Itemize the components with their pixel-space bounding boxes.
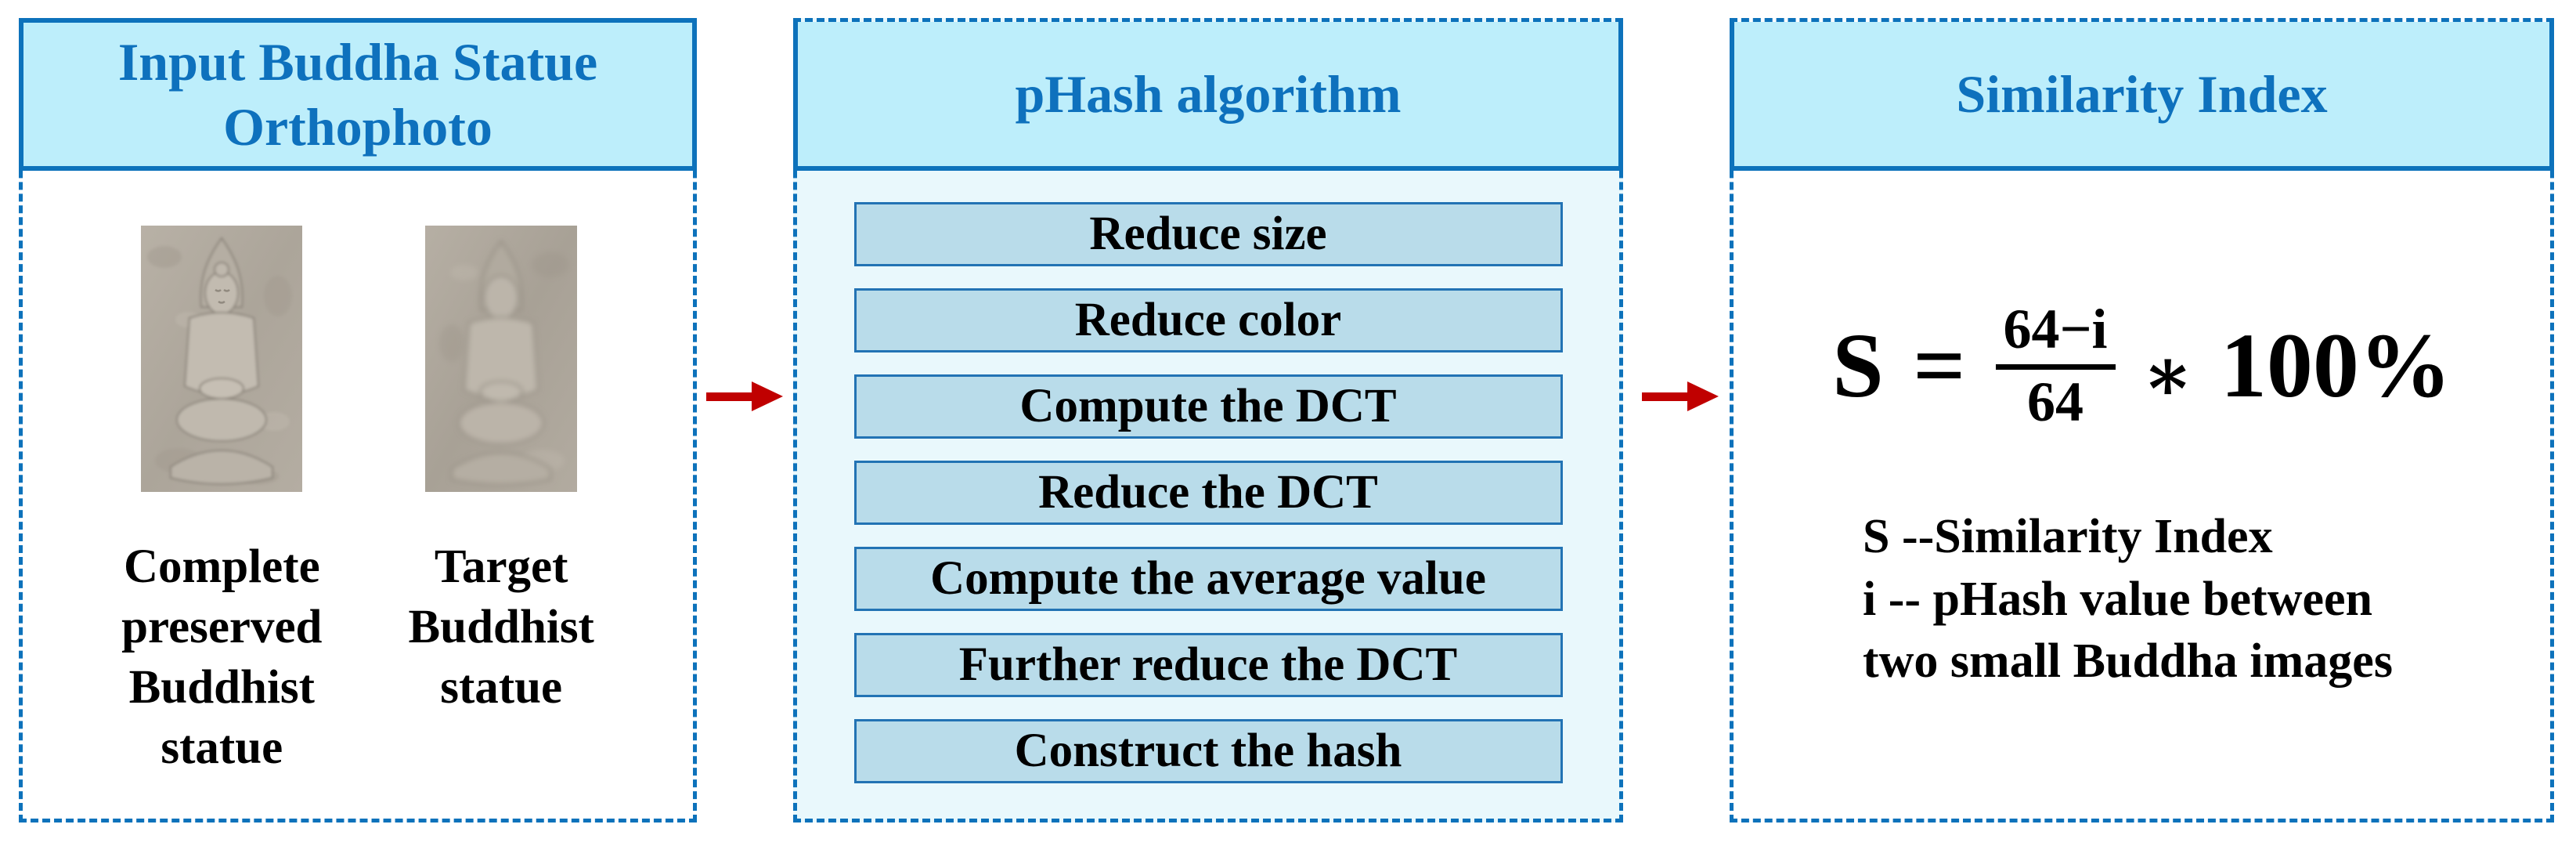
step-further-reduce: Further reduce the DCT [853,633,1563,697]
arrow-shaft [706,392,752,401]
caption-line: Complete [123,540,320,593]
formula-numerator: 64−i [1995,299,2116,370]
step-compute-average: Compute the average value [853,547,1563,611]
step-reduce-dct: Reduce the DCT [853,461,1563,525]
formula-legend: S --Similarity Index i -- pHash value be… [1734,506,2550,692]
similarity-title-text: Similarity Index [1956,63,2328,124]
step-reduce-color: Reduce color [853,288,1563,352]
caption-line: preserved [121,600,323,653]
legend-line-s: S --Similarity Index [1863,510,2273,564]
step-construct-hash: Construct the hash [853,719,1563,783]
phash-title-text: pHash algorithm [1015,63,1402,124]
target-statue-photo [425,226,578,492]
phash-steps-list: Reduce size Reduce color Compute the DCT… [797,202,1619,783]
caption-line: statue [440,660,563,714]
complete-statue-caption: Complete preserved Buddhist statue [121,537,322,778]
arrow-head [1687,381,1719,411]
flow-arrow-icon [1642,381,1719,411]
complete-statue-figure: Complete preserved Buddhist statue [121,226,322,778]
similarity-panel-title: Similarity Index [1730,22,2554,171]
flow-arrow-icon [706,381,783,411]
legend-line-i-cont: two small Buddha images [1863,634,2393,688]
input-title-line-2: Orthophoto [223,96,492,157]
formula-operator: ∗ [2141,332,2194,417]
step-compute-dct: Compute the DCT [853,374,1563,439]
step-reduce-size: Reduce size [853,202,1563,266]
complete-preserved-statue-photo [141,226,303,492]
caption-line: Target [434,540,568,593]
input-title-line-1: Input Buddha Statue [117,31,598,92]
caption-line: Buddhist [128,660,315,714]
input-panel: Input Buddha Statue Orthophoto [19,18,697,822]
target-statue-caption: Target Buddhist statue [408,537,593,718]
formula-fraction: 64−i 64 [1995,299,2116,433]
arrow-head [752,381,783,411]
caption-line: statue [161,721,283,774]
caption-line: Buddhist [408,600,594,653]
legend-line-i: i -- pHash value between [1863,572,2372,626]
formula-lhs: S = [1832,314,1969,418]
formula-denominator: 64 [2027,370,2084,433]
formula-result: 100% [2220,314,2452,418]
similarity-formula: S = 64−i 64 ∗ 100% [1734,299,2550,433]
statue-photos-row: Complete preserved Buddhist statue [23,226,693,778]
phash-panel: pHash algorithm Reduce size Reduce color… [793,18,1623,822]
input-panel-title: Input Buddha Statue Orthophoto [19,18,697,171]
phash-panel-title: pHash algorithm [793,22,1623,171]
target-statue-figure: Target Buddhist statue [408,226,594,778]
arrow-shaft [1642,392,1687,401]
similarity-panel: Similarity Index S = 64−i 64 ∗ 100% S --… [1730,18,2554,822]
